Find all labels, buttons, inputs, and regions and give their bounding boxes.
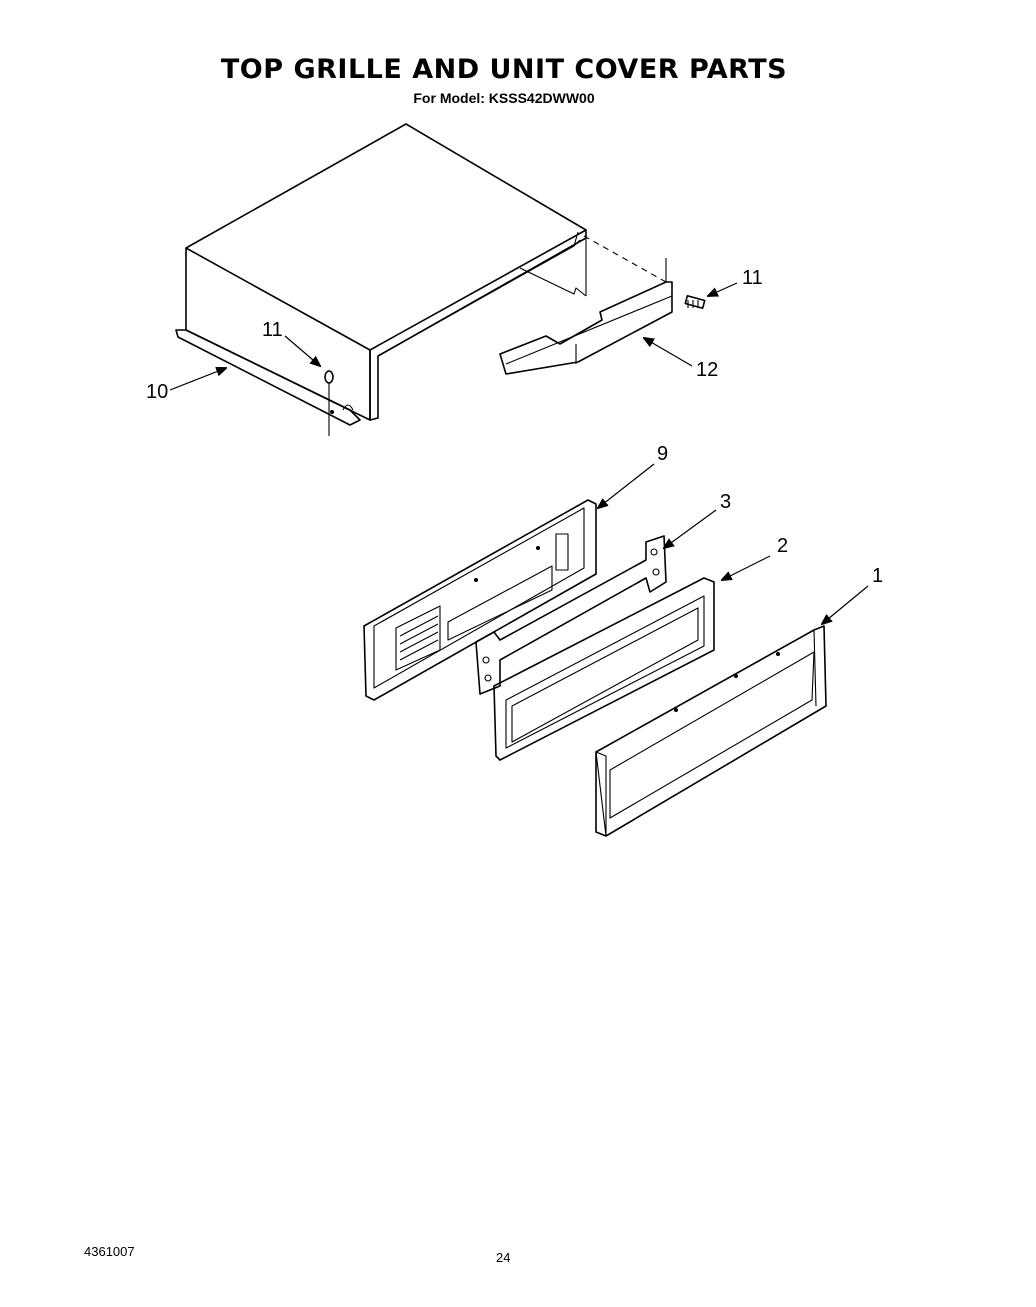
trim-frame-part bbox=[595, 625, 827, 837]
callout-12: 12 bbox=[696, 359, 718, 381]
callout-3: 3 bbox=[720, 491, 731, 513]
mounting-strip-part bbox=[475, 535, 667, 695]
alignment-dashed-line bbox=[583, 235, 667, 283]
bracket-part bbox=[499, 258, 673, 375]
gasket-frame-part bbox=[493, 577, 715, 761]
model-subtitle: For Model: KSSS42DWW00 bbox=[413, 90, 595, 106]
document-number: 4361007 bbox=[84, 1244, 135, 1259]
vent-slats bbox=[395, 605, 441, 671]
grille-panel-part bbox=[363, 499, 597, 701]
page-number: 24 bbox=[496, 1250, 511, 1265]
callout-1: 1 bbox=[872, 565, 883, 587]
callout-10: 10 bbox=[146, 381, 168, 403]
unit-cover-part bbox=[175, 123, 587, 426]
callout-9: 9 bbox=[657, 443, 668, 465]
screw-part-right bbox=[684, 295, 706, 309]
callout-2: 2 bbox=[777, 535, 788, 557]
callout-11-left: 11 bbox=[262, 319, 283, 341]
page-title: TOP GRILLE AND UNIT COVER PARTS bbox=[220, 54, 788, 85]
screw-part-left bbox=[324, 370, 334, 436]
callout-11-right: 11 bbox=[742, 267, 763, 289]
